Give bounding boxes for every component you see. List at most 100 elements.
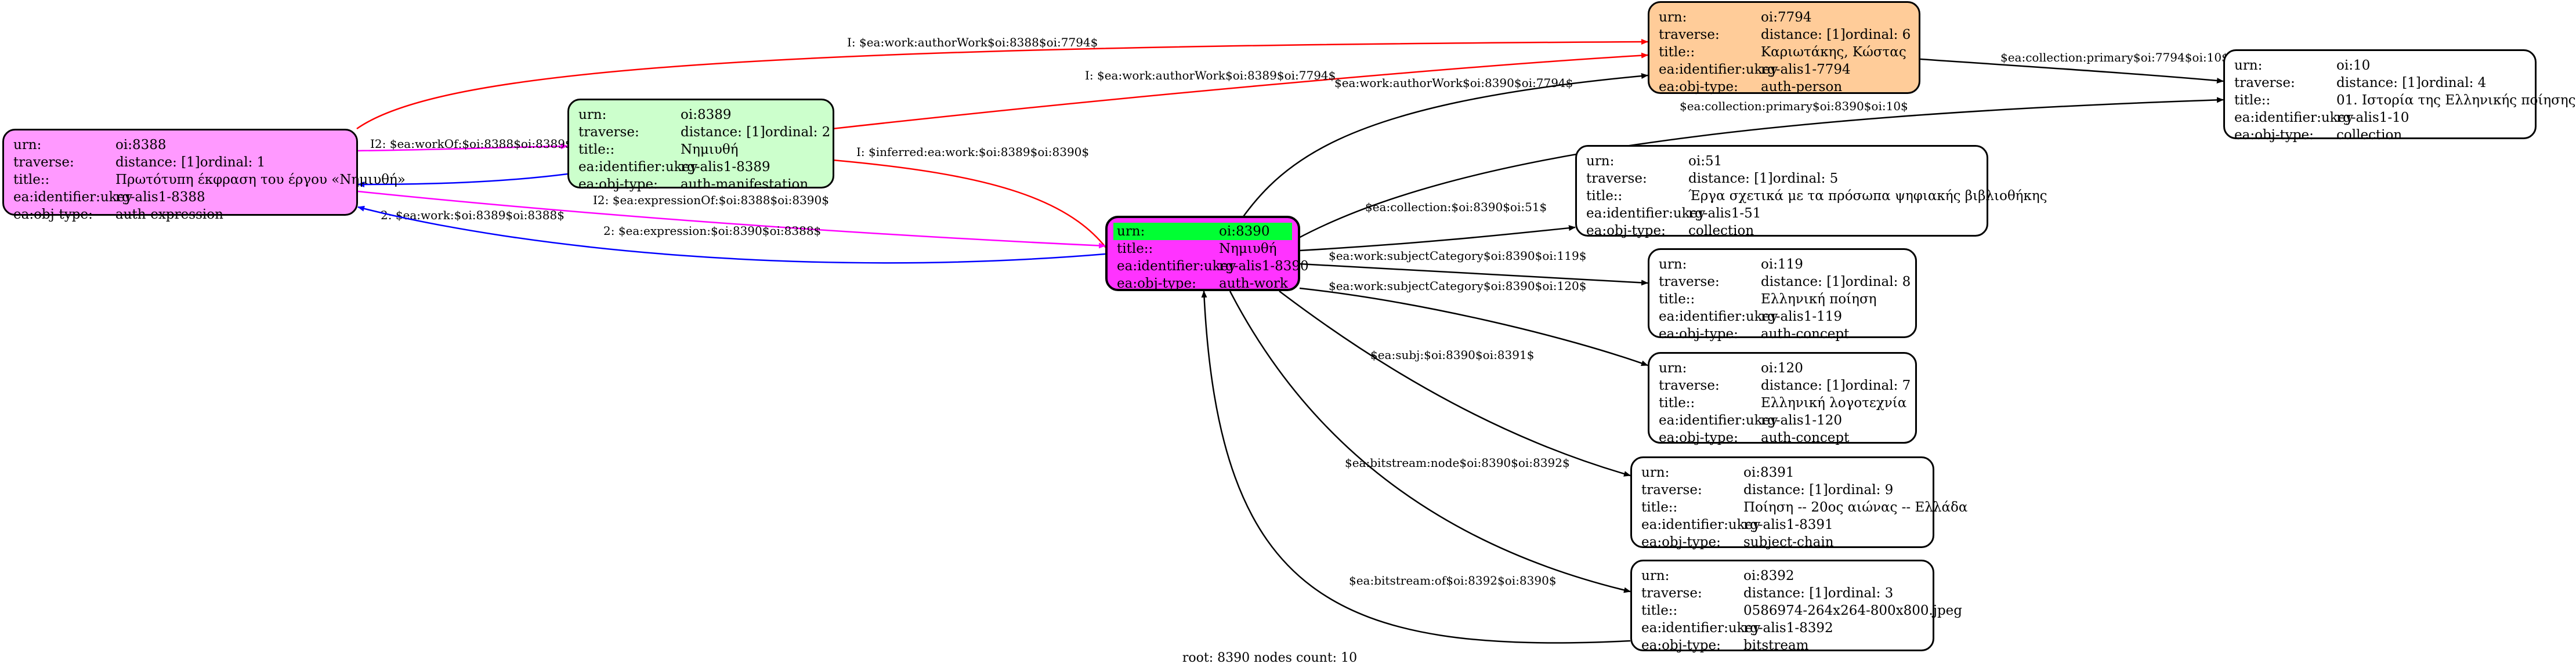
node-distance: distance: [1] <box>1743 586 1828 601</box>
node-urn-row: urn:oi:8391 <box>1641 464 1923 481</box>
field-label: ea:obj-type: <box>1659 430 1738 445</box>
node-traverse-row: traverse:distance: [1]ordinal: 6 <box>1659 26 1911 43</box>
field-label: urn: <box>2234 58 2263 73</box>
field-label: title:: <box>13 172 50 187</box>
node-urn-row: urn: oi:8392 <box>1641 567 1923 585</box>
node-distance: distance: [1] <box>681 125 765 140</box>
node-title-row: title::01. Ιστορία της Ελληνικής ποίησης <box>2234 92 2576 109</box>
node-title: 0586974-264x264-800x800.jpeg <box>1743 603 1963 618</box>
node-oi-8392[interactable]: urn:oi:8392 traverse:distance: [1]ordina… <box>1630 560 1962 653</box>
field-label: title:: <box>1641 500 1678 515</box>
node-oi-8390-root[interactable]: urn:oi:8390 title::Νημιυθή ea:identifier… <box>1105 216 1309 291</box>
edge-8390-119 <box>1299 263 1648 286</box>
node-title: Πρωτότυπη έκφραση του έργου «Νημιυθή» <box>115 172 406 187</box>
field-label: ea:identifier:ukey <box>2234 110 2354 125</box>
edge-7794-10 <box>1920 58 2224 84</box>
node-ukey: rg-alis1-10 <box>2336 110 2409 125</box>
field-label: urn: <box>1586 154 1615 169</box>
node-ordinal: ordinal: 3 <box>1828 586 1894 601</box>
node-traverse-row: traverse: distance: [1]ordinal: 7 <box>1659 377 1911 394</box>
field-label: traverse: <box>1659 27 1720 42</box>
node-traverse-row: traverse:distance: [1]ordinal: 8 <box>1659 273 1911 291</box>
node-ordinal: ordinal: 6 <box>1845 27 1911 42</box>
node-type-row: ea:obj-type:auth-manifestation <box>578 176 823 193</box>
node-oi-120[interactable]: urn: oi:120 traverse: distance: [1]ordinal… <box>1648 352 1917 445</box>
node-oi-8388[interactable]: urn:oi:8388 traverse:distance: [1]ordina… <box>2 129 406 222</box>
node-oi-8389[interactable]: urn:oi:8389 traverse:distance: [1]ordina… <box>567 99 834 192</box>
node-urn-row: urn:oi:51 <box>1586 153 1977 170</box>
node-type-row: ea:obj-type:collection <box>1586 222 1977 240</box>
node-oi-10[interactable]: urn:oi:10 traverse:distance: [1]ordinal:… <box>2223 49 2576 143</box>
node-title: Ποίηση -- 20ος αιώνας -- Ελλάδα <box>1743 500 1968 515</box>
field-label: traverse: <box>1586 171 1647 186</box>
field-label: title:: <box>1659 292 1695 307</box>
node-title: Ελληνική λογοτεχνία <box>1761 396 1907 411</box>
field-label: urn: <box>1659 361 1687 376</box>
node-ukey: rg-alis1-120 <box>1761 413 1843 428</box>
node-urn-row: urn:oi:10 <box>2234 57 2526 74</box>
field-label: traverse: <box>1659 274 1720 289</box>
field-label: ea:obj-type: <box>578 177 658 192</box>
field-label: urn: <box>13 137 42 153</box>
node-distance: distance: [1] <box>1761 378 1846 393</box>
node-urn-row: urn:oi:8390 <box>1113 223 1292 240</box>
node-urn: oi:8390 <box>1219 224 1270 239</box>
field-label: ea:identifier:ukey <box>1659 309 1778 324</box>
field-label: urn: <box>1641 568 1670 583</box>
edge-8388-8389 <box>356 143 568 152</box>
edge-label: $ea:work:authorWork$oi:8390$oi:7794$ <box>1334 76 1573 90</box>
edge-8390-10 <box>1296 97 2224 240</box>
node-title: Έργα σχετικά με τα πρόσωπα ψηφιακής βιβλ… <box>1688 188 2047 204</box>
node-type-row: ea:obj-type:auth-expression <box>13 206 347 223</box>
field-label: traverse: <box>2234 75 2295 90</box>
node-title-row: title::Καριωτάκης, Κώστας <box>1659 43 1909 61</box>
field-label: ea:obj-type: <box>1586 223 1666 238</box>
node-oi-119[interactable]: urn:oi:119 traverse:distance: [1]ordinal… <box>1648 248 1917 342</box>
edge-8390-8391 <box>1279 291 1631 477</box>
node-traverse-row: traverse:distance: [1]ordinal: 1 <box>13 154 347 171</box>
node-type-row: ea:obj-type:collection <box>2234 126 2526 144</box>
node-distance: distance: [1] <box>1761 274 1846 289</box>
edge-label: 2: $ea:work:$oi:8389$oi:8388$ <box>381 208 565 222</box>
field-label: title:: <box>1659 396 1695 411</box>
edge-label: $ea:bitstream:of$oi:8392$oi:8390$ <box>1349 574 1557 587</box>
node-title: Καριωτάκης, Κώστας <box>1761 45 1906 60</box>
field-label: title:: <box>1117 241 1153 256</box>
edge-label: I2: $ea:workOf:$oi:8388$oi:8389$ <box>370 137 573 151</box>
field-label: traverse: <box>13 155 74 170</box>
node-ordinal: ordinal: 7 <box>1845 378 1911 393</box>
node-distance: distance: [1] <box>1743 483 1828 498</box>
node-obj-type: auth-person <box>1761 79 1843 95</box>
node-traverse-row: traverse:distance: [1]ordinal: 5 <box>1586 170 1977 187</box>
node-ukey: rg-alis1-8389 <box>681 159 770 175</box>
node-oi-8391[interactable]: urn:oi:8391 traverse:distance: [1]ordina… <box>1630 456 1967 550</box>
node-traverse-row: traverse:distance: [1]ordinal: 9 <box>1641 481 1923 499</box>
node-urn: oi:120 <box>1761 361 1803 376</box>
edge-label: $ea:bitstream:node$oi:8390$oi:8392$ <box>1345 456 1570 470</box>
node-ukey: rg-alis1-7794 <box>1761 62 1851 77</box>
field-label: ea:obj-type: <box>1659 79 1738 95</box>
node-obj-type: subject-chain <box>1743 535 1834 550</box>
node-title-row: title::Ελληνική ποίηση <box>1659 291 1906 308</box>
edge-label: $ea:subj:$oi:8390$oi:8391$ <box>1370 348 1534 362</box>
field-label: ea:obj-type: <box>1117 276 1196 291</box>
node-obj-type: auth-work <box>1219 276 1288 291</box>
edge-label: $ea:collection:$oi:8390$oi:51$ <box>1365 200 1547 214</box>
node-oi-51[interactable]: urn:oi:51 traverse:distance: [1]ordinal:… <box>1575 145 2047 240</box>
field-label: urn: <box>1641 465 1670 480</box>
node-oi-7794[interactable]: urn:oi:7794 traverse:distance: [1]ordina… <box>1648 1 1920 95</box>
field-label: ea:identifier:ukey <box>1641 621 1761 636</box>
field-label: ea:obj-type: <box>2234 128 2314 143</box>
node-urn: oi:8392 <box>1743 568 1794 583</box>
node-ordinal: ordinal: 9 <box>1828 483 1894 498</box>
edge-8389-7794 <box>832 52 1648 130</box>
field-label: urn: <box>1659 257 1687 272</box>
field-label: traverse: <box>1659 378 1720 393</box>
edge-8389-8388 <box>357 173 568 187</box>
